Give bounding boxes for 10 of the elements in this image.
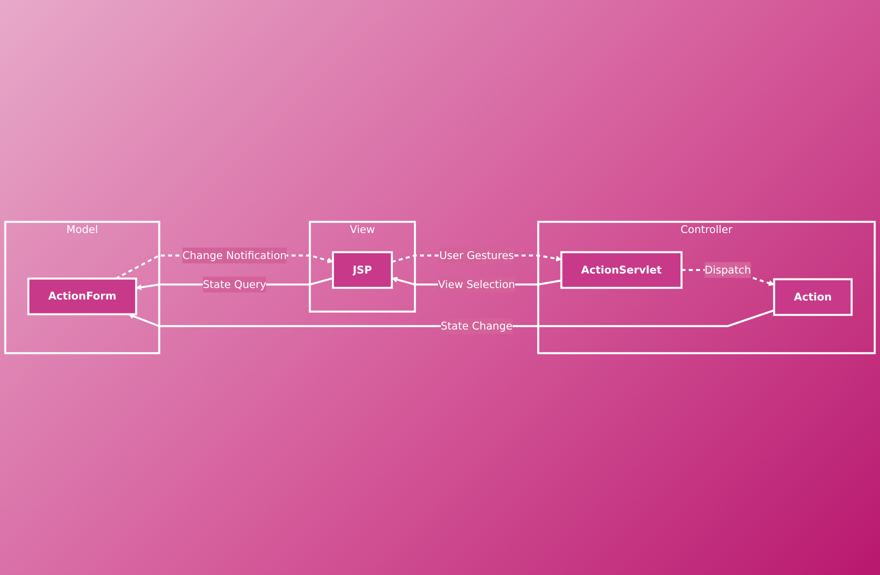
edge-label: Dispatch <box>704 263 752 276</box>
node-box: ActionForm <box>27 278 138 316</box>
node-box: Action <box>773 278 853 316</box>
edge-label: State Query <box>202 278 266 290</box>
edge-label: View Selection <box>438 278 516 290</box>
node-box: JSP <box>332 251 393 289</box>
edge-label: State Change <box>440 320 512 332</box>
edge-label: Change Notification <box>182 248 287 262</box>
node-box: ActionServlet <box>560 251 683 289</box>
edge-label: User Gestures <box>439 248 514 262</box>
